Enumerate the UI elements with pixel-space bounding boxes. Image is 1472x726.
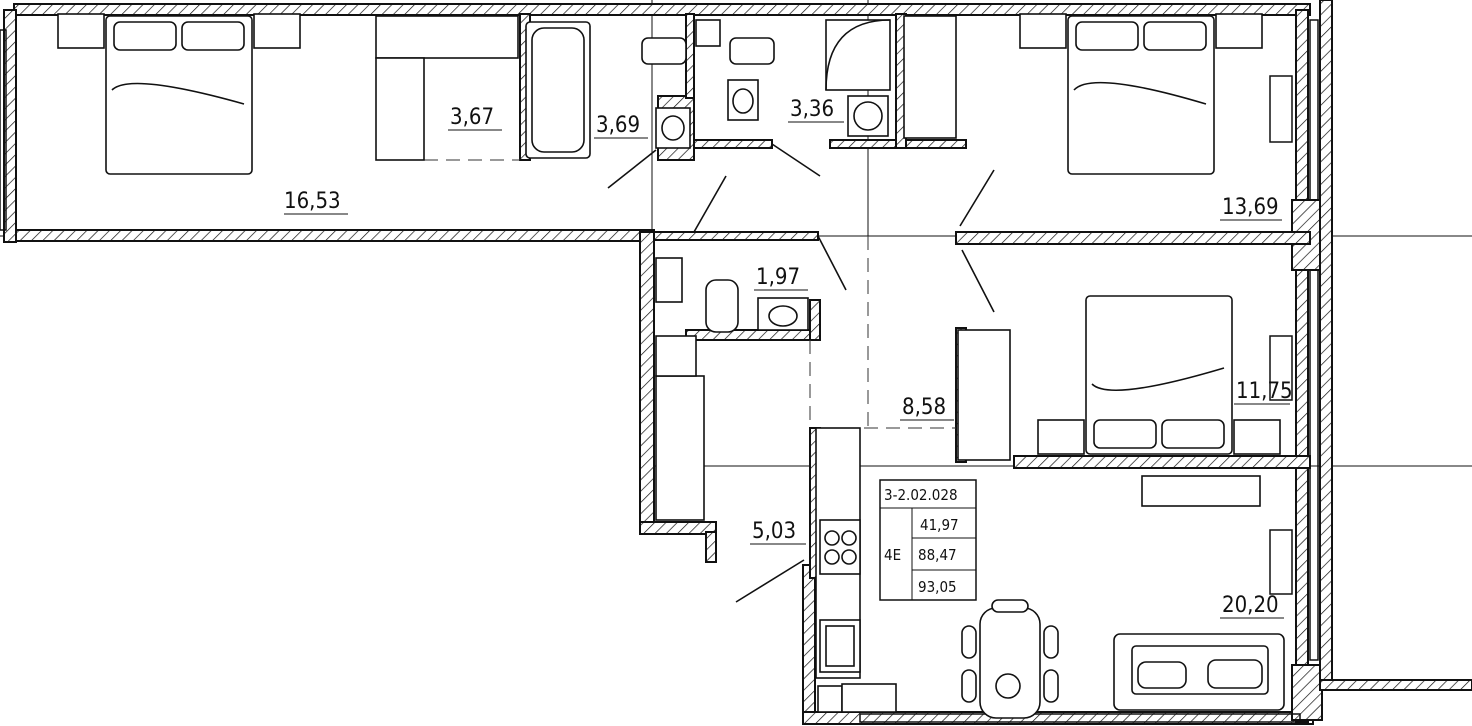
room-area-label: 16,53: [284, 189, 341, 214]
living-area-value: 41,97: [920, 516, 959, 534]
walls: [3, 0, 1472, 725]
wardrobe-icon: [375, 15, 1011, 521]
room-area-label: 20,20: [1222, 593, 1279, 618]
room-areas: 16,53 3,67 3,69 3,36 13,69 1,97 8,58 11,…: [284, 97, 1293, 619]
total-area-with-balcony-value: 93,05: [918, 578, 957, 596]
room-area-label: 1,97: [756, 265, 800, 290]
dining-table-icon: [961, 599, 1059, 719]
bed-icon: [57, 13, 301, 175]
room-area-label: 8,58: [902, 395, 946, 420]
total-area-value: 88,47: [918, 546, 957, 564]
room-area-label: 3,67: [450, 105, 494, 130]
bathtub-icon: [525, 21, 591, 159]
room-area-label: 11,75: [1236, 379, 1293, 404]
radiators: [1269, 75, 1293, 595]
washbasin-icon: [655, 79, 809, 331]
kitchen-counter: [815, 427, 897, 713]
toilet-icon: [641, 19, 775, 333]
tv-stand-icon: [1141, 475, 1261, 507]
room-area-label: 13,69: [1222, 195, 1279, 220]
room-area-label: 3,69: [596, 113, 640, 138]
zone-boundaries: [424, 159, 956, 429]
room-area-label: 3,36: [790, 97, 834, 122]
bed-icon: [1019, 13, 1263, 175]
room-area-label: 5,03: [752, 519, 796, 544]
windows: [0, 19, 1319, 723]
doors: [607, 143, 995, 603]
apartment-type: 4E: [884, 546, 901, 564]
bed-icon: [1037, 295, 1281, 455]
apartment-info-table: 3-2.02.028 4E 41,97 88,47 93,05: [879, 479, 977, 601]
sofa-icon: [1113, 633, 1285, 711]
apartment-code: 3-2.02.028: [884, 486, 958, 504]
shower-icon: [825, 19, 891, 137]
